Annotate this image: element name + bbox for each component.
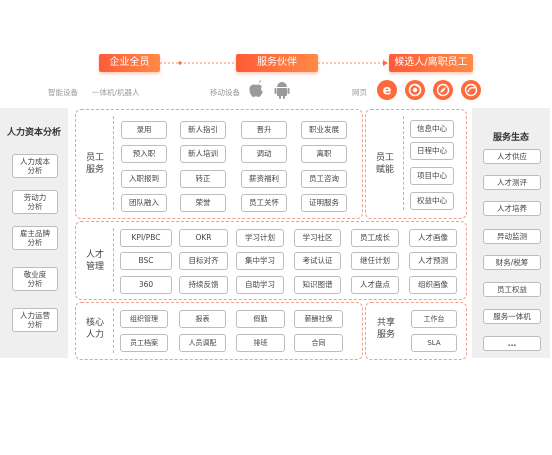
firefox-browser-icon — [461, 80, 481, 100]
cell-transfer: 调动 — [241, 145, 287, 163]
cell-reports: 报表 — [179, 310, 226, 328]
group-shared-service: 共享 服务 工作台 SLA — [365, 302, 467, 360]
group-talent-management-title: 人才 管理 — [85, 250, 104, 273]
right-item-employee-rights: 员工权益 — [483, 282, 541, 297]
cell-contract: 合同 — [294, 334, 343, 352]
left-item-workforce-analysis: 劳动力 分析 — [12, 190, 58, 214]
cell-offer: 录用 — [121, 121, 167, 139]
pill-candidate: 候选人/离职员工 — [389, 54, 473, 72]
group-talent-management: 人才 管理 KPI/PBC OKR 学习计划 学习社区 员工成长 人才画像 BS… — [75, 221, 467, 300]
group-employee-empower: 员工 赋能 信息中心 日程中心 项目中心 权益中心 — [365, 109, 467, 219]
right-item-talent-assessment: 人才测评 — [483, 175, 541, 190]
cell-new-hire-training: 新人培训 — [180, 145, 226, 163]
cell-employee-growth: 员工成长 — [351, 229, 399, 247]
label-smart-device-items: 一体机/机器人 — [92, 88, 140, 97]
cell-employee-care: 员工关怀 — [241, 194, 287, 212]
cell-talent-forecast: 人才预测 — [409, 252, 457, 270]
group-core-hr: 核心 人力 组织管理 报表 假勤 薪酬社保 员工档案 人员调配 排班 合同 — [75, 302, 363, 360]
cell-employee-records: 员工档案 — [120, 334, 168, 352]
cell-payroll-social-security: 薪酬社保 — [294, 310, 343, 328]
cell-360: 360 — [120, 276, 172, 294]
group-employee-empower-title: 员工 赋能 — [375, 153, 394, 176]
ie-browser-icon: e — [377, 80, 397, 100]
cell-learning-plan: 学习计划 — [236, 229, 284, 247]
right-item-more: ... — [483, 336, 541, 351]
group-shared-service-title: 共享 服务 — [376, 318, 395, 341]
cell-goal-alignment: 目标对齐 — [179, 252, 228, 270]
cell-learning-community: 学习社区 — [294, 229, 341, 247]
cell-pre-onboarding: 预入职 — [121, 145, 167, 163]
apple-icon — [249, 80, 263, 97]
cell-succession-plan: 继任计划 — [351, 252, 399, 270]
cell-kpi-pbc: KPI/PBC — [120, 229, 172, 247]
right-item-talent-training: 人才培养 — [483, 201, 541, 216]
cell-regularization: 转正 — [180, 170, 226, 188]
cell-schedule-center: 日程中心 — [410, 142, 454, 160]
cell-centralized-learning: 集中学习 — [236, 252, 284, 270]
right-panel-title: 服务生态 — [492, 133, 529, 143]
cell-shift-scheduling: 排班 — [236, 334, 285, 352]
cell-rights-center: 权益中心 — [410, 192, 454, 210]
cell-talent-review: 人才盘点 — [351, 276, 399, 294]
pill-service-partner: 服务伙伴 — [236, 54, 318, 72]
cell-onboarding-guide: 新人指引 — [180, 121, 226, 139]
right-panel-service-ecosystem: 服务生态 人才供应 人才测评 人才培养 异动监测 财务/税筹 员工权益 服务一体… — [472, 108, 550, 358]
label-web: 网页 — [352, 88, 367, 97]
right-item-service-kiosk: 服务一体机 — [483, 309, 541, 324]
left-panel-hr-capital-analysis: 人力资本分析 人力成本 分析 劳动力 分析 雇主品牌 分析 敬业度 分析 人力运… — [0, 108, 68, 358]
group-employee-service: 员工 服务 录用 新人指引 晋升 职业发展 预入职 新人培训 调动 离职 入职报… — [75, 109, 363, 219]
right-item-finance-tax: 财务/税筹 — [483, 255, 541, 270]
cell-personnel-deployment: 人员调配 — [179, 334, 226, 352]
cell-promotion: 晋升 — [241, 121, 287, 139]
pill-connectors — [160, 60, 388, 66]
svg-text:e: e — [383, 84, 392, 98]
cell-info-center: 信息中心 — [410, 120, 454, 138]
cell-talent-profile: 人才画像 — [409, 229, 457, 247]
group-core-hr-title: 核心 人力 — [85, 318, 104, 341]
left-item-cost-analysis: 人力成本 分析 — [12, 154, 58, 178]
cell-bsc: BSC — [120, 252, 172, 270]
right-item-talent-supply: 人才供应 — [483, 149, 541, 164]
cell-resignation: 离职 — [301, 145, 347, 163]
cell-certificate-service: 证明服务 — [301, 194, 347, 212]
cell-leave-attendance: 假勤 — [236, 310, 285, 328]
cell-check-in: 入职报到 — [121, 170, 167, 188]
cell-knowledge-graph: 知识图谱 — [294, 276, 341, 294]
cell-org-profile: 组织画像 — [409, 276, 457, 294]
group-employee-service-title: 员工 服务 — [85, 153, 104, 176]
left-item-engagement-analysis: 敬业度 分析 — [12, 267, 58, 291]
right-item-change-monitoring: 异动监测 — [483, 229, 541, 244]
cell-exam-certification: 考试认证 — [294, 252, 341, 270]
left-panel-title: 人力资本分析 — [6, 128, 61, 138]
cell-org-management: 组织管理 — [120, 310, 168, 328]
left-item-employer-brand-analysis: 雇主品牌 分析 — [12, 226, 58, 250]
left-item-operation-analysis: 人力运营 分析 — [12, 308, 58, 332]
cell-project-center: 项目中心 — [410, 167, 454, 185]
android-icon — [274, 82, 290, 99]
cell-team-integration: 团队融入 — [121, 194, 167, 212]
cell-career-development: 职业发展 — [301, 121, 347, 139]
cell-self-learning: 自助学习 — [236, 276, 284, 294]
cell-employee-consulting: 员工咨询 — [301, 170, 347, 188]
label-mobile: 移动设备 — [210, 88, 240, 97]
cell-workbench: 工作台 — [411, 310, 457, 328]
cell-sla: SLA — [411, 334, 457, 352]
label-smart-device: 智能设备 — [48, 88, 78, 97]
cell-honor: 荣誉 — [180, 194, 226, 212]
chrome-browser-icon — [405, 80, 425, 100]
safari-browser-icon — [433, 80, 453, 100]
cell-continuous-feedback: 持续反馈 — [179, 276, 228, 294]
cell-compensation-benefits: 薪资福利 — [241, 170, 287, 188]
cell-okr: OKR — [179, 229, 228, 247]
pill-all-staff: 企业全员 — [99, 54, 160, 72]
